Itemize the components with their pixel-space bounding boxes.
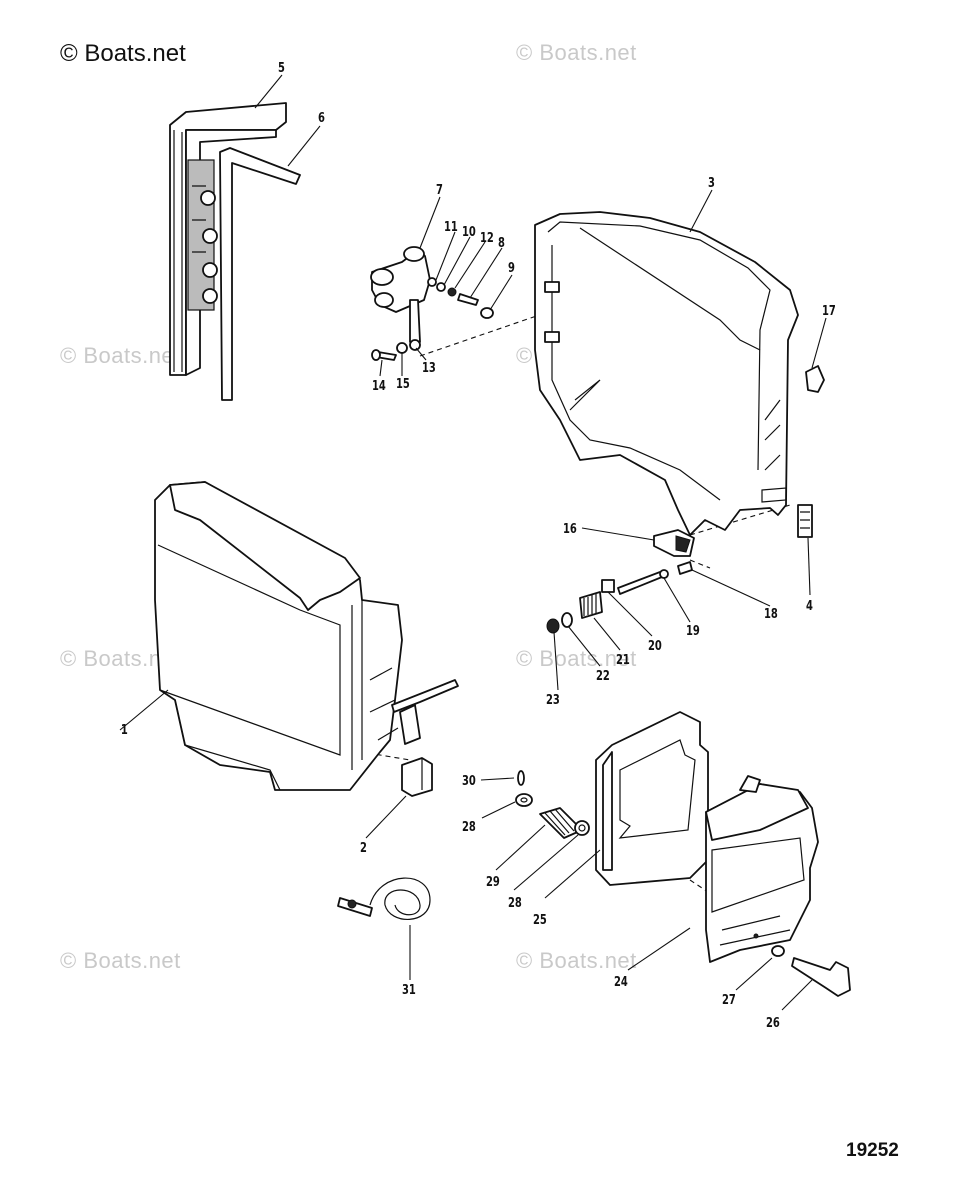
callout-15: 15 bbox=[396, 376, 410, 391]
part-16-latch bbox=[653, 529, 695, 557]
alignment-line bbox=[419, 311, 549, 357]
watermark: © Boats.net bbox=[60, 948, 181, 973]
part-4-pad bbox=[797, 504, 813, 538]
alignment-line bbox=[689, 559, 711, 569]
callout-25: 25 bbox=[533, 912, 547, 927]
callout-27: 27 bbox=[722, 992, 736, 1007]
callout-29: 29 bbox=[486, 874, 500, 889]
part-6-rod bbox=[219, 147, 301, 401]
callout-26: 26 bbox=[766, 1015, 780, 1030]
watermark: © Boats.net bbox=[516, 40, 637, 65]
part-25-gasket bbox=[595, 711, 709, 886]
latch-rod-assembly bbox=[601, 561, 693, 595]
callout-30: 30 bbox=[462, 773, 476, 788]
leader-lines bbox=[119, 74, 827, 1011]
callout-labels: 1 2 3 4 5 6 7 8 9 10 11 12 13 14 15 16 1… bbox=[121, 60, 836, 1030]
callout-31: 31 bbox=[402, 982, 416, 997]
callout-28b: 28 bbox=[508, 895, 522, 910]
part-2-block bbox=[401, 757, 433, 797]
copyright-notice: © Boats.net bbox=[60, 40, 186, 67]
callout-24: 24 bbox=[614, 974, 628, 989]
part-5-bracket bbox=[169, 102, 287, 376]
watermark: © Boats.net bbox=[516, 948, 637, 973]
watermark: © Boats.net bbox=[516, 646, 637, 671]
callout-17: 17 bbox=[822, 303, 836, 318]
callout-1: 1 bbox=[121, 722, 128, 737]
spring-nut-stack bbox=[546, 591, 603, 634]
callout-10: 10 bbox=[462, 224, 476, 239]
callout-14: 14 bbox=[372, 378, 386, 393]
diagram-number: 19252 bbox=[846, 1140, 899, 1161]
callout-4: 4 bbox=[806, 598, 813, 613]
callout-9: 9 bbox=[508, 260, 515, 275]
callout-3: 3 bbox=[708, 175, 715, 190]
callout-6: 6 bbox=[318, 110, 325, 125]
callout-20: 20 bbox=[648, 638, 662, 653]
bumper-hardware bbox=[515, 770, 590, 839]
callout-22: 22 bbox=[596, 668, 610, 683]
callout-5: 5 bbox=[278, 60, 285, 75]
watermark: © Boats.net bbox=[60, 343, 181, 368]
hinge-hardware bbox=[427, 277, 494, 319]
alignment-line bbox=[689, 879, 709, 893]
callout-7: 7 bbox=[436, 182, 443, 197]
callout-18: 18 bbox=[764, 606, 778, 621]
callout-19: 19 bbox=[686, 623, 700, 638]
hinge-screws bbox=[371, 342, 408, 361]
part-3-rear-cowl bbox=[534, 211, 799, 536]
callout-8: 8 bbox=[498, 235, 505, 250]
callout-2: 2 bbox=[360, 840, 367, 855]
part-24-lower-pan bbox=[705, 775, 819, 963]
callout-12: 12 bbox=[480, 230, 494, 245]
latch-handle bbox=[771, 945, 851, 997]
callout-16: 16 bbox=[563, 521, 577, 536]
callout-21: 21 bbox=[616, 652, 630, 667]
callout-11: 11 bbox=[444, 219, 458, 234]
part-31-cable bbox=[337, 877, 431, 920]
part-1-front-cowl bbox=[154, 481, 459, 791]
callout-13: 13 bbox=[422, 360, 436, 375]
part-17-clip bbox=[805, 365, 825, 393]
callout-23: 23 bbox=[546, 692, 560, 707]
part-7-hinge bbox=[370, 246, 431, 351]
callout-28a: 28 bbox=[462, 819, 476, 834]
